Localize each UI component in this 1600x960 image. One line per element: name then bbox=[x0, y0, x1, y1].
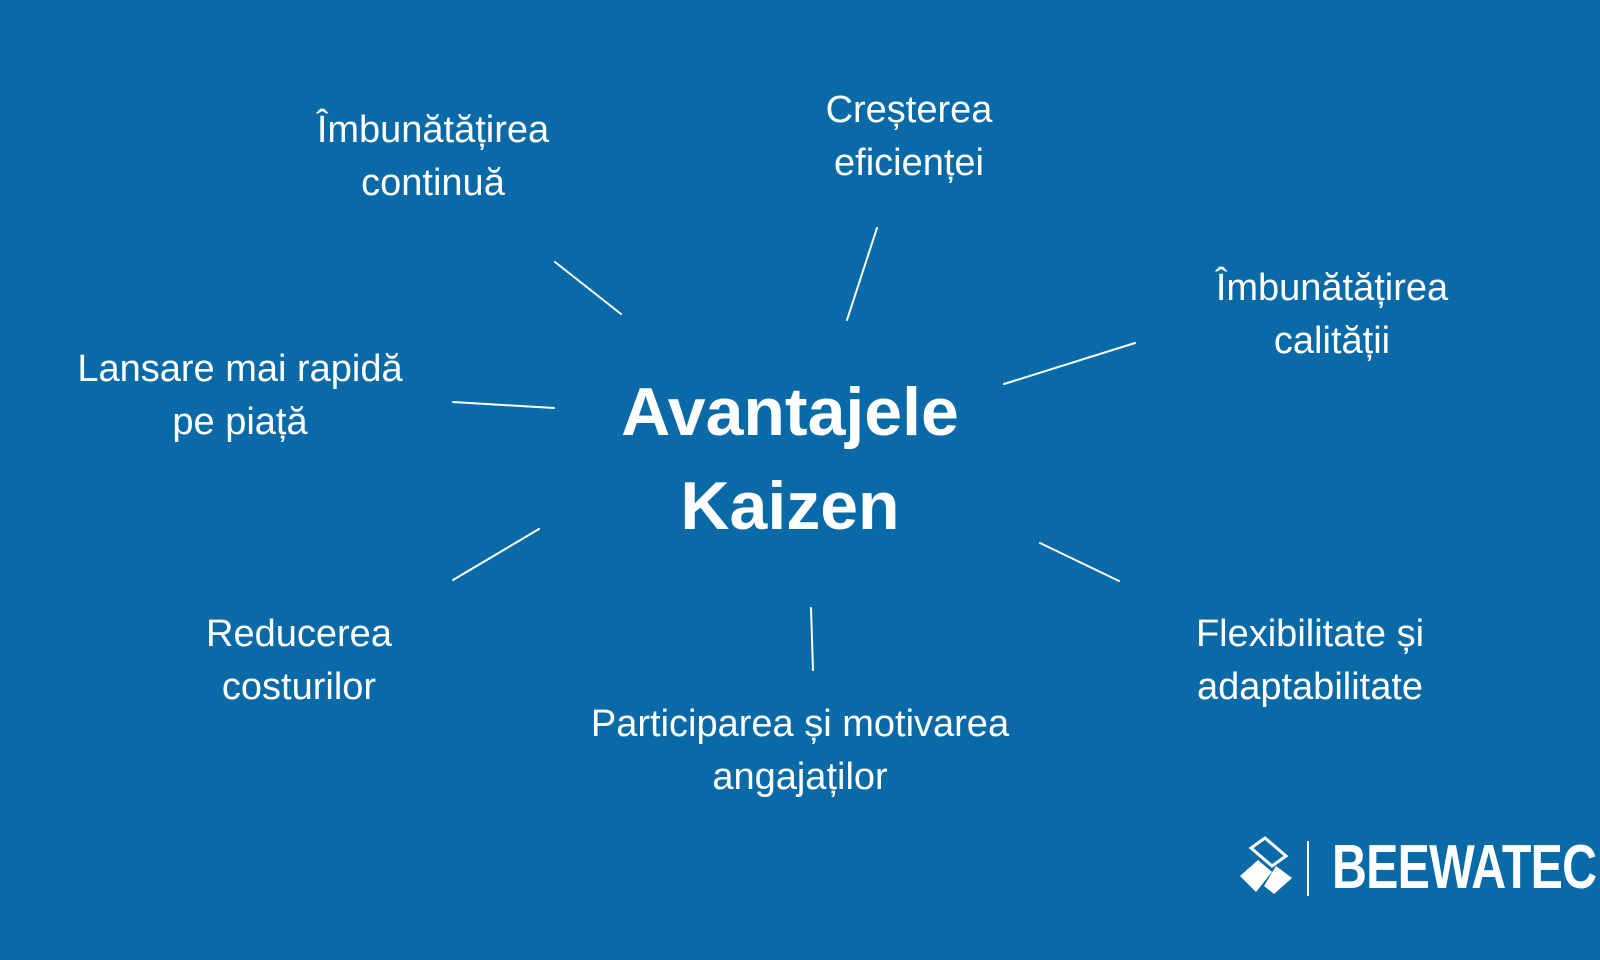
benefit-line-2: calității bbox=[1273, 320, 1391, 362]
benefit-line-1: Îmbunătățirea bbox=[316, 109, 550, 151]
benefit-cost-reduction: Reducerea costurilor bbox=[149, 608, 449, 714]
benefit-line-1: Flexibilitate și bbox=[1195, 613, 1425, 655]
benefit-quality: Îmbunătățirea calității bbox=[1182, 262, 1482, 368]
benefit-participation-motivation: Participarea și motivarea angajaților bbox=[560, 698, 1040, 804]
connector-cost-reduction bbox=[452, 528, 540, 581]
connector-participation bbox=[810, 607, 814, 671]
benefit-line-2: eficienței bbox=[834, 142, 984, 184]
benefit-line-2: costurilor bbox=[221, 666, 377, 708]
connector-efficiency bbox=[846, 227, 878, 321]
benefit-line-1: Participarea și motivarea bbox=[590, 703, 1010, 745]
brand-logo: BEEWATEC bbox=[1236, 834, 1597, 906]
connector-flexibility bbox=[1039, 542, 1120, 582]
benefit-efficiency: Creșterea eficienței bbox=[759, 84, 1059, 190]
brand-name: BEEWATEC bbox=[1332, 833, 1597, 902]
benefit-faster-launch: Lansare mai rapidă pe piață bbox=[60, 343, 420, 449]
connector-continuous-improvement bbox=[554, 261, 622, 315]
benefit-line-1: Reducerea bbox=[206, 613, 392, 655]
title-line-1: Avantajele bbox=[621, 374, 959, 450]
benefit-flexibility-adaptability: Flexibilitate și adaptabilitate bbox=[1150, 608, 1470, 714]
title-line-2: Kaizen bbox=[680, 468, 900, 544]
connector-quality bbox=[1003, 342, 1136, 385]
beewatec-diamond-icon bbox=[1240, 836, 1292, 894]
benefit-line-1: Creșterea bbox=[825, 89, 993, 131]
benefit-line-2: pe piață bbox=[172, 401, 308, 443]
benefit-line-2: continuă bbox=[361, 162, 505, 204]
benefit-line-2: angajaților bbox=[712, 756, 888, 798]
logo-divider bbox=[1307, 841, 1309, 896]
diagram-title: Avantajele Kaizen bbox=[540, 365, 1040, 553]
connector-faster-launch bbox=[452, 401, 555, 409]
benefit-line-1: Lansare mai rapidă bbox=[77, 348, 403, 390]
benefit-continuous-improvement: Îmbunătățirea continuă bbox=[283, 104, 583, 210]
benefit-line-2: adaptabilitate bbox=[1196, 666, 1424, 708]
benefit-line-1: Îmbunătățirea bbox=[1215, 267, 1449, 309]
